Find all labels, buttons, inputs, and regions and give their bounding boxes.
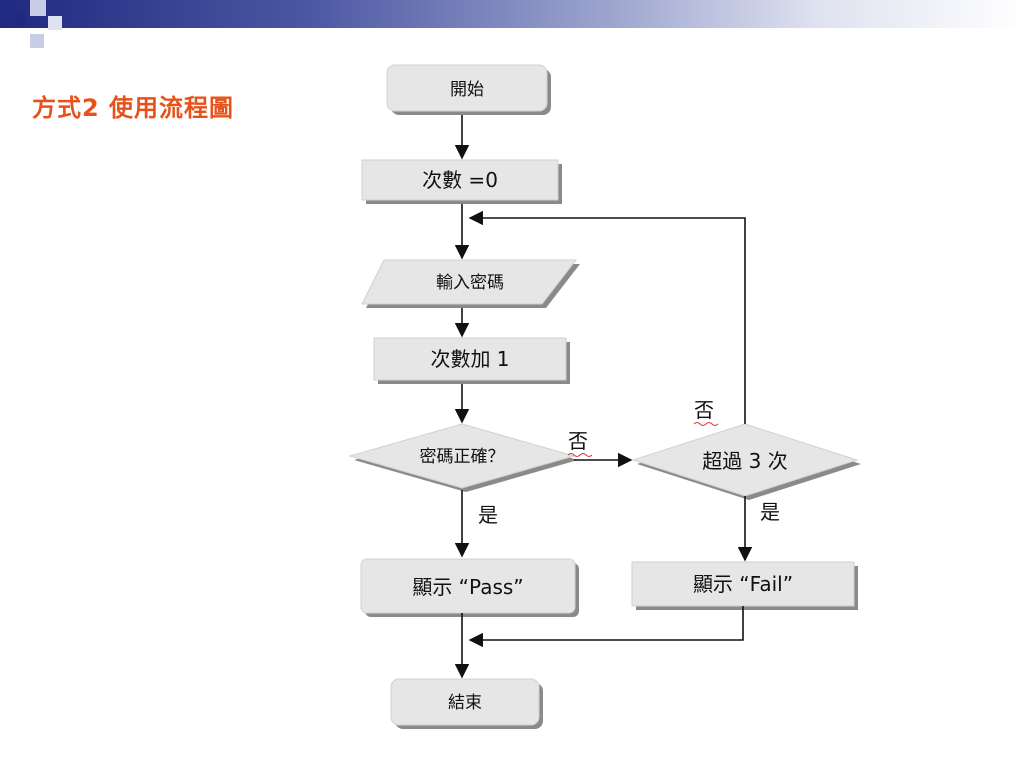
- node-start: 開始: [386, 64, 551, 115]
- spellcheck-underline: [567, 453, 593, 457]
- edge-fail-to-end: [468, 606, 744, 648]
- banner-square-dark: [12, 12, 26, 26]
- node-end: 結束: [390, 678, 543, 729]
- banner-square-light-3: [30, 34, 44, 48]
- node-end-label: 結束: [448, 693, 482, 713]
- node-count-init: 次數 =0: [361, 159, 562, 204]
- node-show-fail: 顯示 “Fail”: [631, 561, 858, 610]
- edge-label-over-no: 否: [694, 398, 714, 422]
- node-input-password-label: 輸入密碼: [436, 273, 504, 293]
- slide-title: 方式2 使用流程圖: [32, 94, 235, 122]
- node-password-check: 密碼正確？: [348, 423, 578, 492]
- node-over-three: 超過 3 次: [631, 423, 861, 500]
- edge-label-check-yes: 是: [478, 503, 498, 527]
- edge-over-loop-back: [468, 210, 746, 424]
- top-banner: [0, 0, 1024, 28]
- edge-label-check-no: 否: [568, 429, 588, 453]
- node-increment-label: 次數加 1: [430, 347, 509, 371]
- spellcheck-underline-2: [693, 422, 719, 426]
- banner-square-light-2: [48, 16, 62, 30]
- node-show-pass: 顯示 “Pass”: [360, 558, 579, 617]
- node-over-three-label: 超過 3 次: [702, 449, 787, 473]
- node-password-check-label: 密碼正確？: [420, 447, 505, 467]
- banner-square-light: [30, 0, 46, 16]
- node-start-label: 開始: [450, 80, 484, 100]
- edge-label-over-yes: 是: [760, 500, 780, 524]
- node-show-pass-label: 顯示 “Pass”: [412, 575, 523, 599]
- node-show-fail-label: 顯示 “Fail”: [693, 572, 793, 596]
- node-input-password: 輸入密碼: [361, 259, 580, 308]
- node-count-init-label: 次數 =0: [422, 168, 498, 192]
- node-increment: 次數加 1: [373, 337, 570, 384]
